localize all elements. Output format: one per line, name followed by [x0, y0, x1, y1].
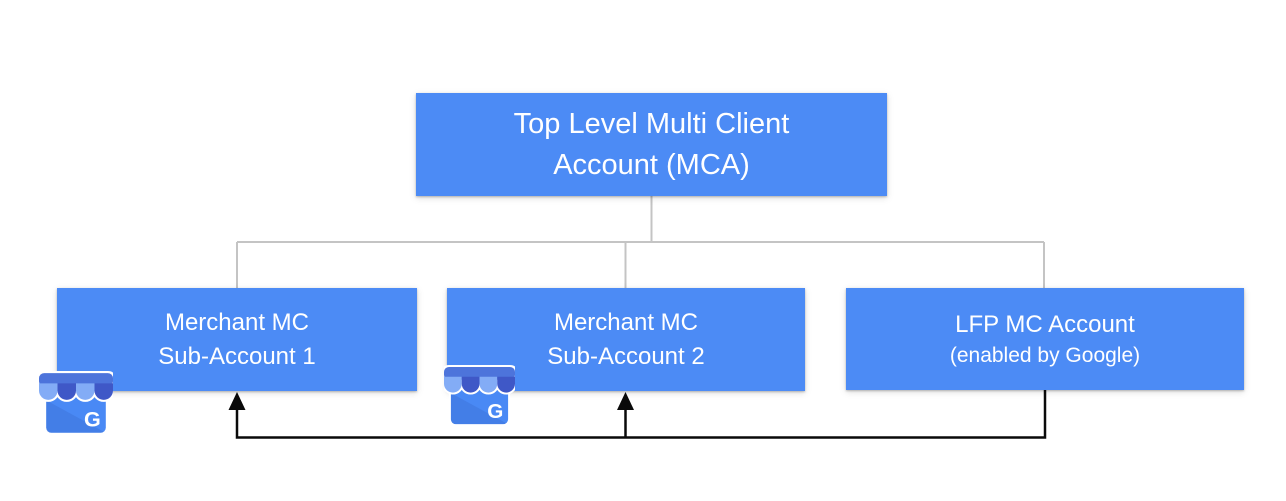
google-g-letter: G [487, 400, 503, 423]
awning-stripe-4 [497, 376, 515, 393]
awning-stripe-1 [39, 383, 58, 400]
node-label-line2: Sub-Account 1 [158, 342, 316, 370]
node-label-line1: LFP MC Account [955, 310, 1135, 338]
storefront-base-shade [46, 400, 104, 433]
storefront-awning-bar [39, 373, 113, 387]
google-my-business-icon: G [444, 363, 515, 428]
node-label-line2: (enabled by Google) [949, 344, 1141, 368]
awning-stripe-2 [57, 383, 76, 400]
awning-stripe-2 [461, 376, 480, 393]
google-g-letter: G [84, 407, 101, 432]
google-my-business-icon: G [39, 369, 113, 437]
awning-stripe-3 [76, 383, 95, 400]
arrowhead-sub-account-2 [617, 392, 634, 410]
node-lfp-mc-account: LFP MC Account (enabled by Google) [846, 288, 1244, 390]
node-label-line1: Top Level Multi Client [513, 107, 790, 140]
awning-stripe-4 [94, 383, 113, 400]
node-label-line2: Sub-Account 2 [547, 342, 705, 370]
node-merchant-sub-account-1: Merchant MC Sub-Account 1 [57, 288, 417, 391]
node-label-line1: Merchant MC [164, 308, 310, 336]
arrowhead-sub-account-1 [228, 392, 246, 410]
storefront-base [46, 393, 106, 433]
awning-stripe-1 [444, 376, 462, 393]
node-top-level-mca: Top Level Multi Client Account (MCA) [416, 93, 887, 196]
tree-line-trunk [236, 196, 1045, 289]
storefront-base-shade [450, 393, 507, 425]
node-label-line1: Merchant MC [553, 308, 699, 336]
storefront-awning-bar [444, 366, 515, 380]
storefront-base [450, 386, 509, 425]
node-label-line2: Account (MCA) [553, 148, 750, 181]
arrow-line-lfp-to-subaccounts [235, 390, 1047, 439]
awning-stripe-3 [479, 376, 498, 393]
